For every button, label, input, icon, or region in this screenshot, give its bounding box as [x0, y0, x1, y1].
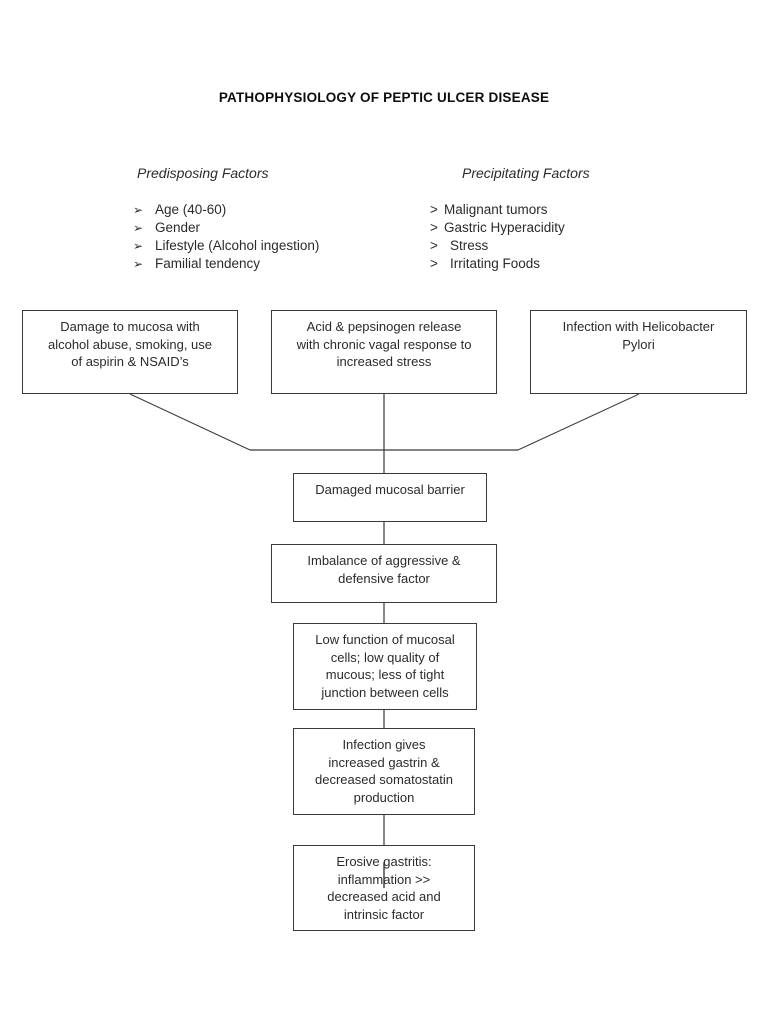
list-item: ➢ Familial tendency — [133, 255, 319, 273]
box-infection-helicobacter-pylori: Infection with Helicobacter Pylori — [530, 310, 747, 394]
list-item: ➢ Age (40-60) — [133, 201, 319, 219]
list-item: ➢ Gender — [133, 219, 319, 237]
list-item: > Gastric Hyperacidity — [430, 219, 565, 237]
greater-than-bullet-icon: > — [430, 202, 438, 217]
arrowhead-bullet-icon: ➢ — [133, 257, 144, 271]
box-label: Infection gives increased gastrin & decr… — [314, 737, 454, 805]
precipitating-factors-heading: Precipitating Factors — [462, 165, 590, 181]
box-damage-to-mucosa: Damage to mucosa with alcohol abuse, smo… — [22, 310, 238, 394]
list-item-label: Lifestyle (Alcohol ingestion) — [155, 238, 320, 253]
list-item-label: Stress — [450, 238, 489, 253]
box-damaged-mucosal-barrier: Damaged mucosal barrier — [293, 473, 487, 522]
arrowhead-bullet-icon: ➢ — [133, 203, 144, 217]
box-label: Erosive gastritis: inflammation >> decre… — [327, 854, 441, 922]
predisposing-factors-list: ➢ Age (40-60) ➢ Gender ➢ Lifestyle (Alco… — [133, 201, 319, 273]
greater-than-bullet-icon: > — [430, 256, 438, 271]
box-label: Low function of mucosal cells; low quali… — [315, 632, 455, 700]
list-item-label: Gender — [155, 220, 201, 235]
box-label: Acid & pepsinogen release with chronic v… — [296, 319, 472, 369]
greater-than-bullet-icon: > — [430, 238, 438, 253]
box-erosive-gastritis: Erosive gastritis: inflammation >> decre… — [293, 845, 475, 931]
list-item-label: Malignant tumors — [444, 202, 548, 217]
box-acid-pepsinogen-release: Acid & pepsinogen release with chronic v… — [271, 310, 497, 394]
arrowhead-bullet-icon: ➢ — [133, 221, 144, 235]
list-item: ➢ Lifestyle (Alcohol ingestion) — [133, 237, 319, 255]
page-title: PATHOPHYSIOLOGY OF PEPTIC ULCER DISEASE — [218, 90, 550, 105]
box-label: Infection with Helicobacter Pylori — [562, 319, 715, 352]
list-item: > Irritating Foods — [430, 255, 565, 273]
box-low-function-mucosal-cells: Low function of mucosal cells; low quali… — [293, 623, 477, 710]
box-label: Imbalance of aggressive & defensive fact… — [307, 553, 461, 586]
box-label: Damaged mucosal barrier — [315, 482, 465, 497]
list-item-label: Familial tendency — [155, 256, 261, 271]
greater-than-bullet-icon: > — [430, 220, 438, 235]
box-infection-gastrin-somatostatin: Infection gives increased gastrin & decr… — [293, 728, 475, 815]
list-item: > Stress — [430, 237, 565, 255]
list-item-label: Irritating Foods — [450, 256, 541, 271]
precipitating-factors-list: > Malignant tumors > Gastric Hyperacidit… — [430, 201, 565, 273]
arrowhead-bullet-icon: ➢ — [133, 239, 144, 253]
list-item-label: Age (40-60) — [155, 202, 227, 217]
connector-hpylori-to-junction — [517, 393, 640, 451]
box-imbalance-aggressive-defensive: Imbalance of aggressive & defensive fact… — [271, 544, 497, 603]
list-item: > Malignant tumors — [430, 201, 565, 219]
box-label: Damage to mucosa with alcohol abuse, smo… — [47, 319, 213, 369]
predisposing-factors-heading: Predisposing Factors — [137, 165, 269, 181]
list-item-label: Gastric Hyperacidity — [444, 220, 565, 235]
connector-alcohol-to-junction — [129, 393, 251, 451]
